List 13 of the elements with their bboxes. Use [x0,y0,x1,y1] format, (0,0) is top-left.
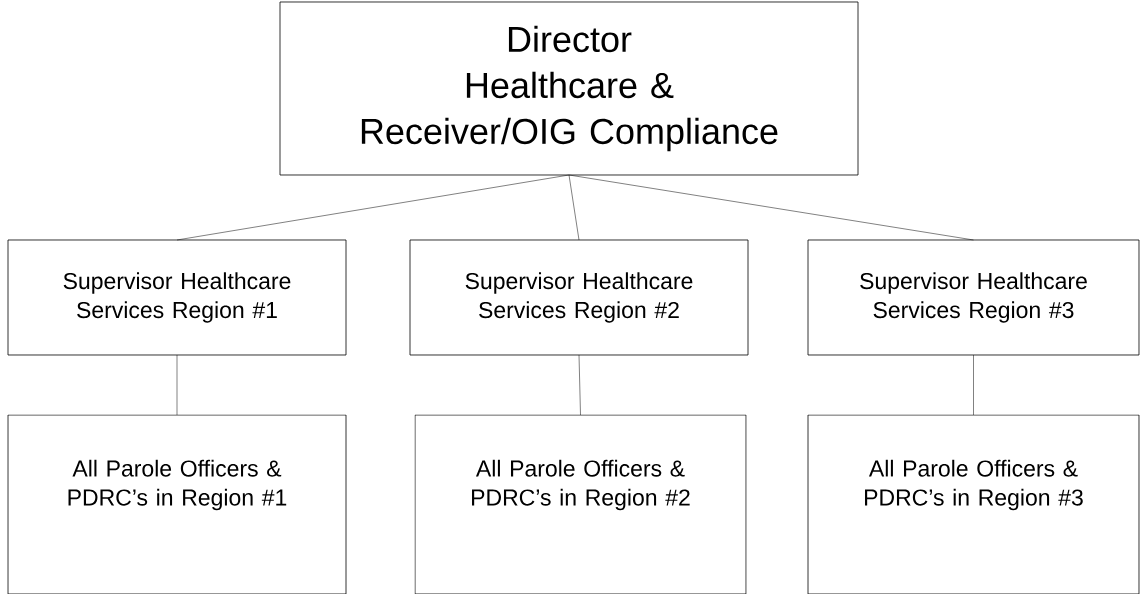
connector-line [568,174,580,241]
org-box: Supervisor Healthcare Services Region #1 [7,239,347,356]
org-box: Supervisor Healthcare Services Region #2 [409,239,749,356]
connector-line [578,354,581,416]
org-box: All Parole Officers & PDRC’s in Region #2 [414,414,747,594]
org-box: Director Healthcare & Receiver/OIG Compliance [279,1,859,176]
connector-line [176,354,178,416]
org-box: Supervisor Healthcare Services Region #3 [807,239,1140,356]
connector-line [568,174,974,241]
org-box: All Parole Officers & PDRC’s in Region #3 [807,414,1140,594]
connector-line [176,174,570,241]
connector-line [973,354,974,416]
org-box: All Parole Officers & PDRC’s in Region #1 [7,414,347,594]
